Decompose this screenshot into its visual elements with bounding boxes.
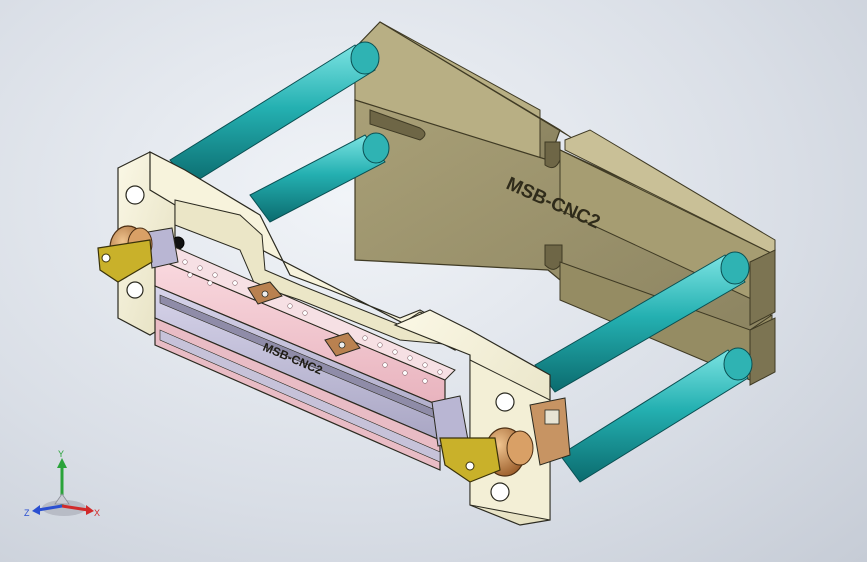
right-clamp (439, 427, 534, 483)
x-axis-icon (61, 504, 89, 512)
clamp-bar-assembly: MSB-CNC2 (147, 227, 469, 471)
guide-rods (169, 41, 753, 483)
triad-x-label: X (94, 508, 100, 518)
triad-z-label: Z (24, 508, 30, 518)
back-plate: MSB-CNC2 (354, 21, 776, 386)
left-clamp (97, 225, 153, 283)
z-axis-icon (37, 504, 63, 512)
orientation-triad: Y X Z (24, 449, 100, 518)
triad-y-label: Y (58, 449, 64, 459)
clamp-pads (247, 281, 361, 357)
